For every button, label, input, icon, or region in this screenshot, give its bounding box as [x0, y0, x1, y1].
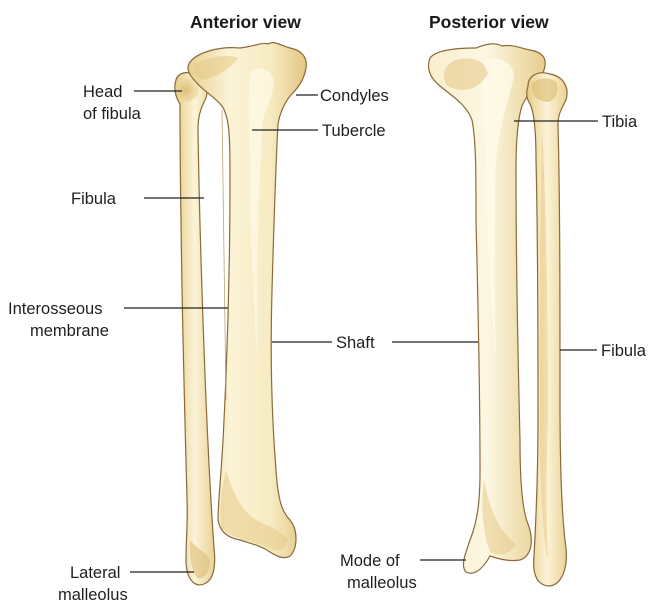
label-mode-of-malleolus-line1: Mode of: [340, 552, 400, 570]
interosseous-membrane-line: [222, 110, 226, 400]
title-posterior-view: Posterior view: [429, 12, 549, 32]
label-mode-of-malleolus-line2: malleolus: [347, 574, 417, 592]
anterior-fibula-bone: [175, 73, 215, 585]
posterior-view: [428, 44, 567, 586]
label-tibia: Tibia: [602, 113, 638, 131]
label-lateral-malleolus-line2: malleolus: [58, 586, 128, 604]
label-interosseous-line2: membrane: [30, 322, 109, 340]
label-head-of-fibula-line2: of fibula: [83, 105, 142, 123]
title-anterior-view: Anterior view: [190, 12, 301, 32]
label-fibula-anterior: Fibula: [71, 190, 117, 208]
anterior-view: [175, 43, 307, 585]
label-condyles: Condyles: [320, 87, 389, 105]
label-head-of-fibula-line1: Head: [83, 83, 122, 101]
label-shaft: Shaft: [336, 334, 375, 352]
label-fibula-posterior: Fibula: [601, 342, 647, 360]
label-lateral-malleolus-line1: Lateral: [70, 564, 120, 582]
label-interosseous-line1: Interosseous: [8, 300, 102, 318]
label-tubercle: Tubercle: [322, 122, 386, 140]
